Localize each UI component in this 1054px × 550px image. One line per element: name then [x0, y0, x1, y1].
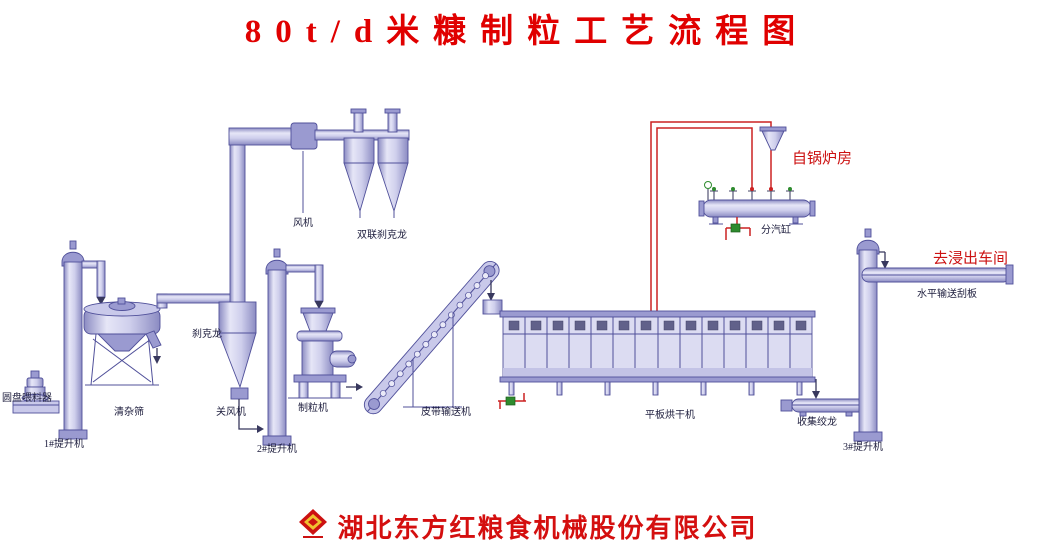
label-cyclone: 刹克龙	[192, 327, 222, 340]
label-cleaning-sieve: 清杂筛	[114, 405, 144, 418]
label-horizontal-scraper: 水平输送刮板	[917, 287, 977, 300]
footer: 湖北东方红粮食机械股份有限公司	[0, 508, 1054, 545]
cleaning-sieve	[83, 297, 162, 386]
airlock-to-elevator2-pipe	[238, 399, 264, 433]
belt-conveyor-legs	[403, 313, 462, 408]
label-to-extraction: 去浸出车间	[933, 250, 1008, 267]
double-cyclone	[343, 108, 409, 218]
pellet-mill	[288, 307, 357, 399]
steam-pipes	[650, 121, 772, 313]
belt-conveyor	[363, 260, 500, 415]
label-collect-auger: 收集绞龙	[797, 415, 837, 428]
mill-discharge-arrow	[346, 383, 363, 391]
label-steam-cylinder: 分汽缸	[761, 223, 791, 236]
label-elevator3: 3#提升机	[843, 440, 883, 453]
page-title: 80t/d米糠制粒工艺流程图	[244, 14, 810, 50]
steam-trap	[725, 217, 751, 240]
label-double-cyclone: 双联刹克龙	[357, 228, 407, 241]
steam-distributor	[698, 181, 816, 225]
elevator2-discharge-pipe	[285, 264, 324, 309]
label-fan: 风机	[293, 216, 313, 229]
label-elevator2: 2#提升机	[257, 442, 297, 455]
label-elevator1: 1#提升机	[44, 437, 84, 450]
elevator-2	[262, 248, 292, 446]
disc-feeder	[12, 370, 60, 414]
label-belt-conveyor: 皮带输送机	[421, 405, 471, 418]
company-logo	[296, 508, 330, 545]
condensate-valve	[498, 393, 526, 409]
flat-dryer	[499, 310, 816, 396]
label-flat-dryer: 平板烘干机	[645, 408, 695, 421]
label-pellet-mill: 制粒机	[298, 401, 328, 414]
dryer-discharge-arrow	[812, 379, 820, 399]
boiler-funnel	[759, 126, 787, 151]
elevator3-discharge-pipe	[879, 251, 889, 269]
elevator-1	[58, 240, 88, 440]
airlock	[230, 387, 249, 400]
company-name: 湖北东方红粮食机械股份有限公司	[337, 514, 758, 543]
label-airlock: 关风机	[216, 405, 246, 418]
dryer-inlet	[482, 280, 503, 315]
horizontal-scraper	[861, 264, 1014, 285]
cyclone	[218, 301, 257, 389]
label-disc-feeder: 圆盘喂料器	[2, 391, 52, 404]
fan	[290, 122, 318, 213]
label-from-boiler: 自锅炉房	[792, 150, 852, 167]
elevator1-discharge-pipe	[81, 260, 106, 305]
collecting-auger	[780, 398, 869, 417]
elevator-3	[853, 228, 883, 442]
